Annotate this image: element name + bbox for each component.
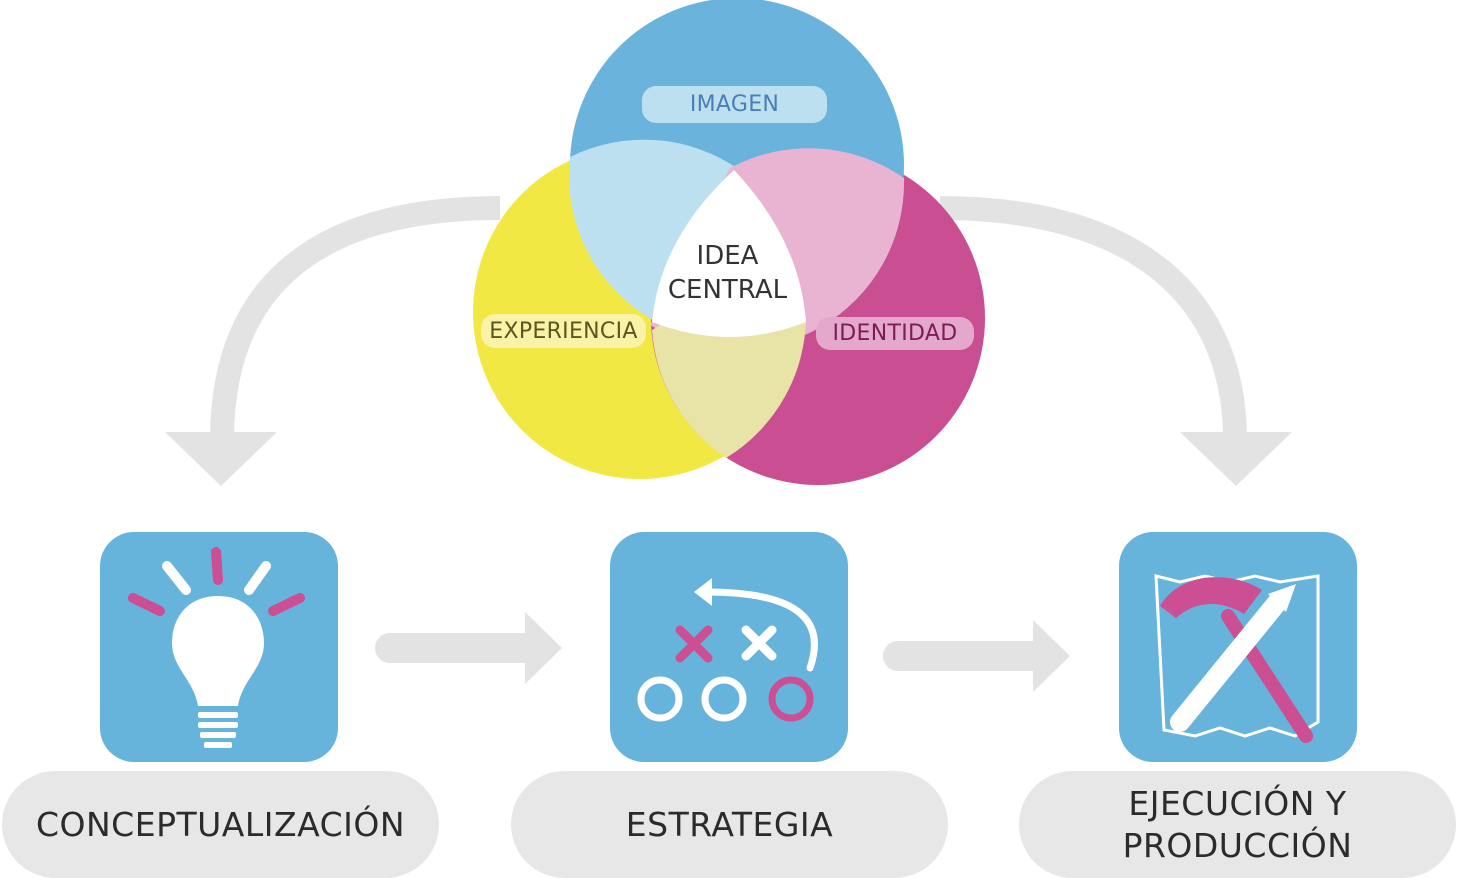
venn-diagram [473,0,985,485]
arrow-step1-step2 [375,612,562,684]
step-label-estrategia: ESTRATEGIA [625,804,834,844]
venn-center-label: IDEA CENTRAL [655,238,800,308]
step-pill-estrategia: ESTRATEGIA [511,771,948,878]
overlap-experiencia-identidad [652,303,806,458]
venn-label-experiencia: EXPERIENCIA [481,314,646,348]
hammer-pencil-icon [1119,532,1357,762]
venn-center-line1: IDEA [696,241,759,271]
step-label-ejecucion: EJECUCIÓN Y PRODUCCIÓN [1122,783,1353,865]
venn-label-imagen: IMAGEN [642,86,827,123]
arrow-step2-step3 [883,620,1070,692]
curved-arrow-right [939,196,1292,486]
lightbulb-icon [100,532,338,762]
venn-center-region [652,170,806,337]
step-pill-ejecucion: EJECUCIÓN Y PRODUCCIÓN [1019,771,1456,878]
step-pill-conceptualizacion: CONCEPTUALIZACIÓN [2,771,439,878]
venn-center-line2: CENTRAL [667,275,788,305]
step-label-conceptualizacion: CONCEPTUALIZACIÓN [35,804,406,844]
strategy-play-icon [610,532,848,762]
venn-label-identidad: IDENTIDAD [816,317,974,350]
curved-arrow-left [165,196,501,486]
